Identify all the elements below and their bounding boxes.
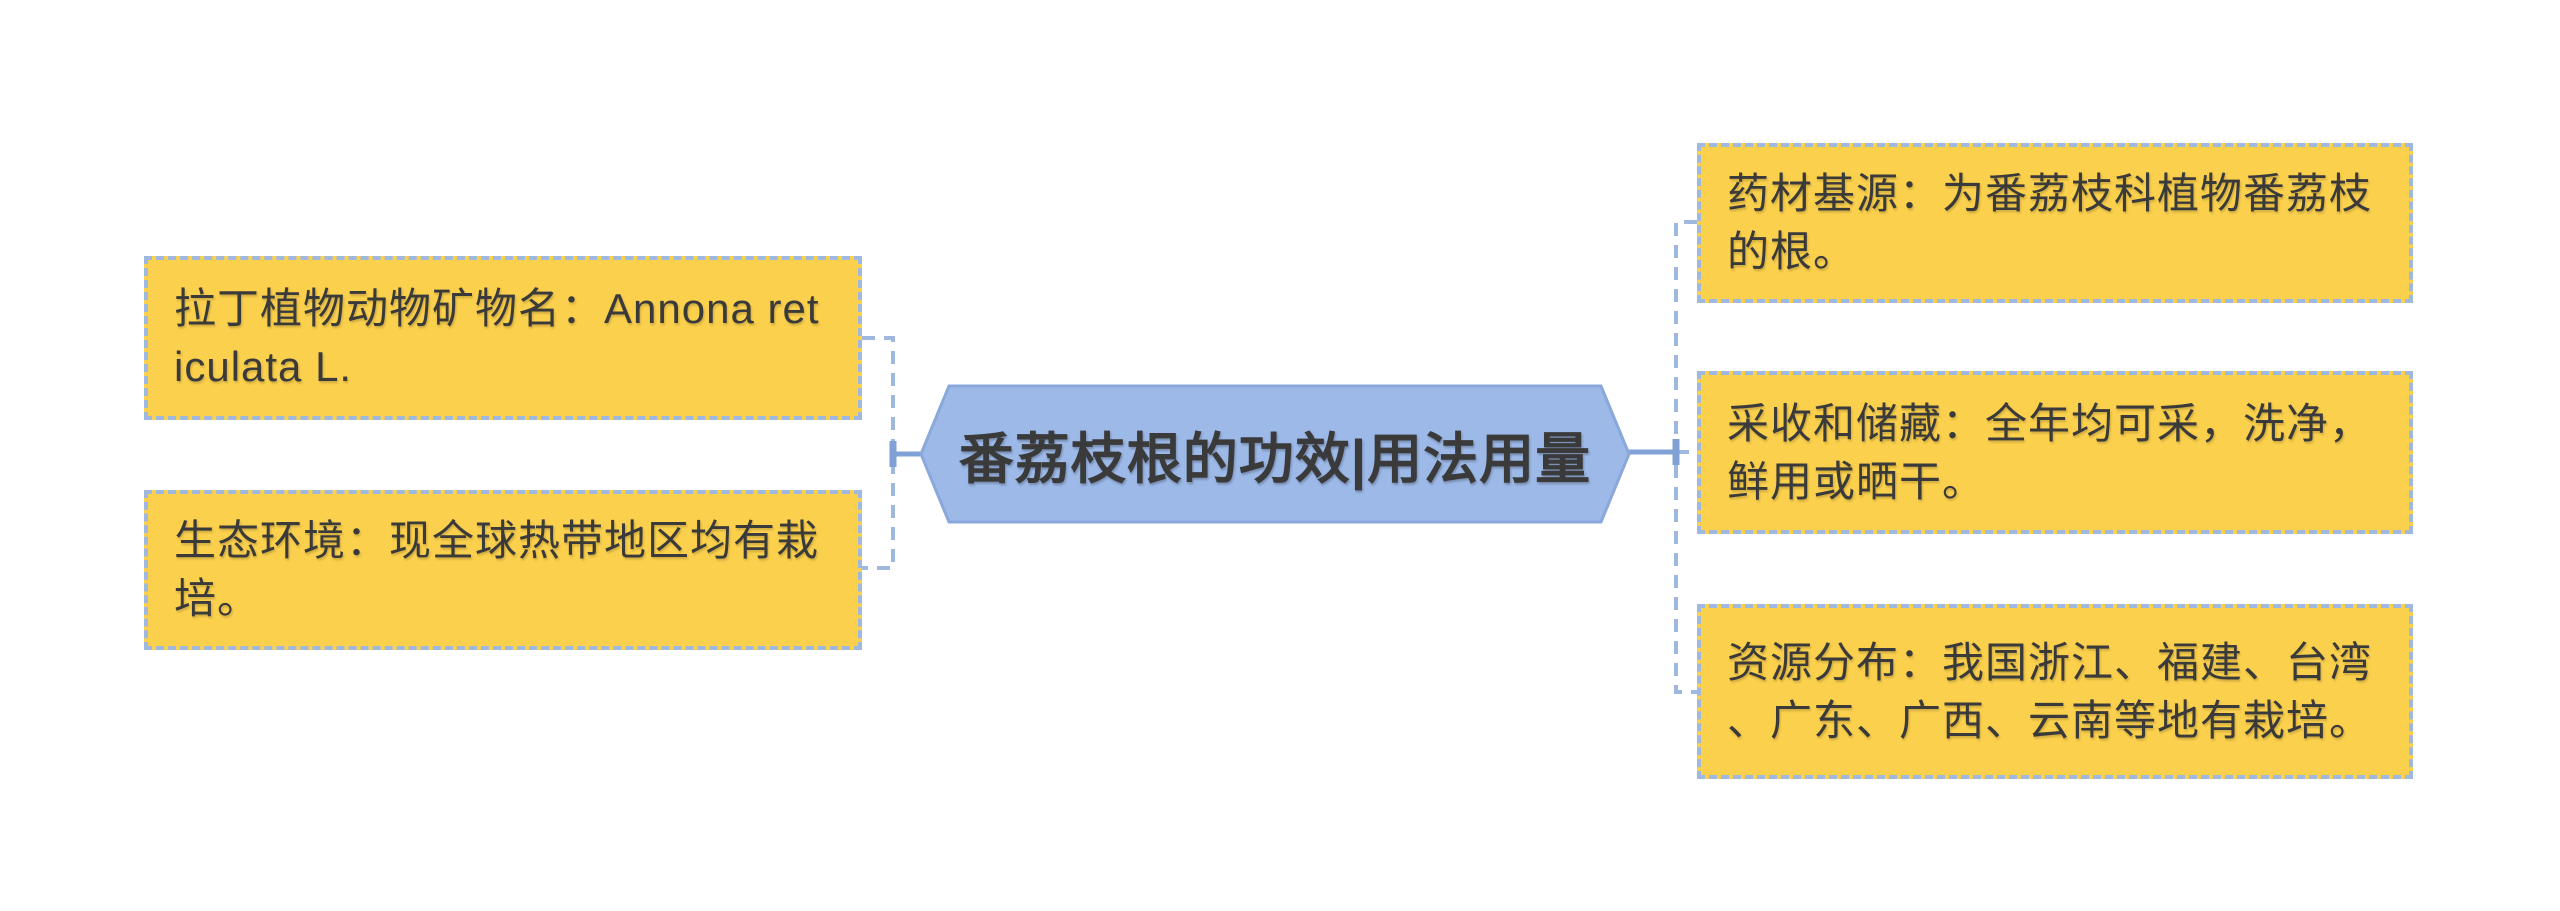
central-topic-node[interactable]: 番荔枝根的功效|用法用量 <box>919 384 1631 524</box>
branch-label: 采收和储藏：全年均可采，洗净， 鲜用或晒干。 <box>1727 399 2373 505</box>
branch-node-latin-name[interactable]: 拉丁植物动物矿物名：Annona ret iculata L. <box>144 256 862 420</box>
right-branch-dashed-rail <box>1674 220 1697 694</box>
branch-label: 药材基源：为番荔枝科植物番荔枝 的根。 <box>1727 170 2373 275</box>
left-branch-dashed-rail <box>862 336 895 570</box>
branch-label: 拉丁植物动物矿物名：Annona ret iculata L. <box>174 285 820 390</box>
branch-node-harvest-storage[interactable]: 采收和储藏：全年均可采，洗净， 鲜用或晒干。 <box>1697 371 2413 534</box>
branch-label: 资源分布：我国浙江、福建、台湾 、广东、广西、云南等地有栽培。 <box>1727 638 2373 744</box>
central-topic-label: 番荔枝根的功效|用法用量 <box>958 428 1592 490</box>
branch-label: 生态环境：现全球热带地区均有栽 培。 <box>174 517 820 622</box>
branch-node-ecology[interactable]: 生态环境：现全球热带地区均有栽 培。 <box>144 490 862 650</box>
branch-node-source[interactable]: 药材基源：为番荔枝科植物番荔枝 的根。 <box>1697 143 2413 303</box>
branch-node-distribution[interactable]: 资源分布：我国浙江、福建、台湾 、广东、广西、云南等地有栽培。 <box>1697 604 2413 779</box>
hexagon-shape <box>919 384 1631 524</box>
